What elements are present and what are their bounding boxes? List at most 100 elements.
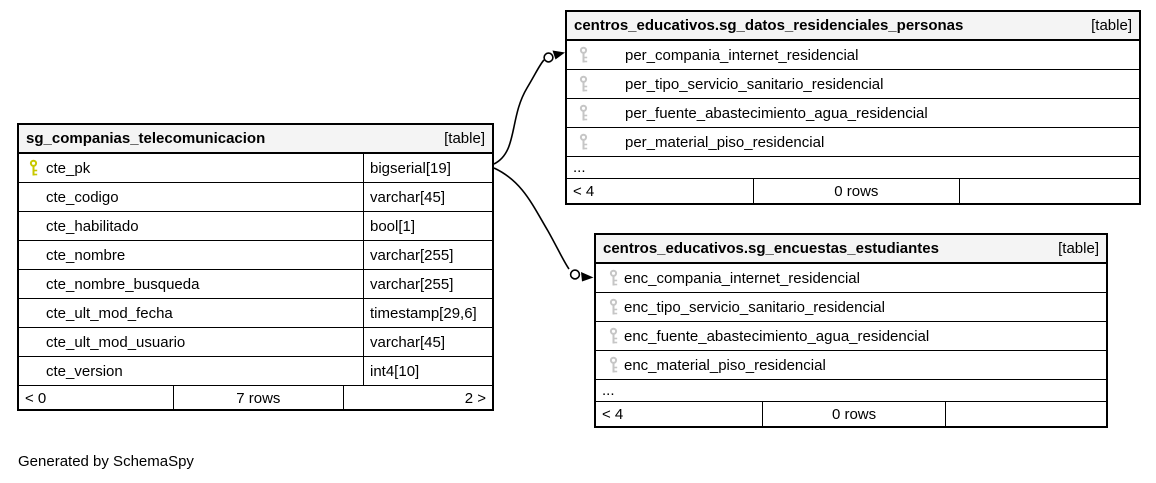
arrowhead-icon <box>581 272 594 282</box>
column-name: cte_nombre <box>46 246 126 264</box>
arrowhead-icon <box>552 50 565 60</box>
related-tables-in: < 4 <box>573 182 595 200</box>
column-type-cell: int4[10] <box>364 363 492 380</box>
ellipsis-row: ... <box>567 157 1139 179</box>
foreign-key-icon <box>609 298 618 316</box>
column-name: cte_codigo <box>46 188 119 206</box>
foreign-key-icon <box>609 269 618 287</box>
related-tables-out <box>945 402 1106 426</box>
column-row[interactable]: enc_fuente_abastecimiento_agua_residenci… <box>596 322 1106 351</box>
related-tables-in: < 0 <box>25 389 47 407</box>
column-type: varchar[255] <box>370 246 454 264</box>
column-name: per_material_piso_residencial <box>625 133 825 151</box>
column-name: cte_ult_mod_usuario <box>46 333 186 351</box>
foreign-key-icon <box>609 356 618 374</box>
related-tables-out: 2 > <box>342 386 492 410</box>
column-row[interactable]: cte_pk bigserial[19] <box>19 154 492 183</box>
column-name-cell: cte_ult_mod_usuario <box>19 328 364 356</box>
column-rows: enc_compania_internet_residencial enc_tip… <box>596 264 1106 402</box>
table-node-sg-companias-telecomunicacion[interactable]: sg_companias_telecomunicacion [table] ct… <box>17 123 494 411</box>
column-type: int4[10] <box>370 362 420 380</box>
column-row[interactable]: enc_compania_internet_residencial <box>596 264 1106 293</box>
foreign-key-icon <box>579 46 588 64</box>
fk-edge-datos-residenciales <box>493 50 565 165</box>
column-name: cte_ult_mod_fecha <box>46 304 173 322</box>
column-name: per_compania_internet_residencial <box>625 46 859 64</box>
ellipsis-row: ... <box>596 380 1106 402</box>
schemaspy-credit: Generated by SchemaSpy <box>18 453 194 470</box>
table-node-sg-encuestas-estudiantes[interactable]: centros_educativos.sg_encuestas_estudian… <box>594 233 1108 428</box>
column-name: cte_nombre_busqueda <box>46 275 200 293</box>
foreign-key-icon <box>579 104 588 122</box>
column-row[interactable]: per_fuente_abastecimiento_agua_residenci… <box>567 99 1139 128</box>
table-header[interactable]: centros_educativos.sg_encuestas_estudian… <box>596 235 1106 264</box>
column-type-cell: varchar[45] <box>364 334 492 351</box>
column-type-cell: varchar[255] <box>364 247 492 264</box>
column-name-cell: cte_ult_mod_fecha <box>19 299 364 327</box>
table-title: centros_educativos.sg_datos_residenciale… <box>574 17 964 34</box>
column-name: cte_version <box>46 362 123 380</box>
column-type: varchar[255] <box>370 275 454 293</box>
table-header[interactable]: sg_companias_telecomunicacion [table] <box>19 125 492 154</box>
cardinality-circle-icon <box>569 269 581 280</box>
row-count: 0 rows <box>752 179 959 203</box>
table-node-sg-datos-residenciales-personas[interactable]: centros_educativos.sg_datos_residenciale… <box>565 10 1141 205</box>
table-title: sg_companias_telecomunicacion <box>26 130 266 147</box>
column-type: varchar[45] <box>370 188 446 206</box>
column-name-cell: cte_pk <box>19 154 364 182</box>
table-header[interactable]: centros_educativos.sg_datos_residenciale… <box>567 12 1139 41</box>
foreign-key-icon <box>579 133 588 151</box>
column-name: enc_compania_internet_residencial <box>624 269 860 287</box>
row-count: 7 rows <box>172 386 343 410</box>
foreign-key-icon <box>609 327 618 345</box>
column-name: per_fuente_abastecimiento_agua_residenci… <box>625 104 928 122</box>
column-name: enc_fuente_abastecimiento_agua_residenci… <box>624 327 930 345</box>
column-type-cell: bool[1] <box>364 218 492 235</box>
column-row[interactable]: cte_version int4[10] <box>19 357 492 386</box>
column-row[interactable]: enc_tipo_servicio_sanitario_residencial <box>596 293 1106 322</box>
column-row[interactable]: cte_habilitado bool[1] <box>19 212 492 241</box>
table-tag: [table] <box>1058 240 1099 257</box>
column-row[interactable]: cte_ult_mod_fecha timestamp[29,6] <box>19 299 492 328</box>
related-tables-in: < 4 <box>602 405 624 423</box>
column-name-cell: cte_nombre <box>19 241 364 269</box>
column-row[interactable]: cte_nombre_busqueda varchar[255] <box>19 270 492 299</box>
column-type: varchar[45] <box>370 333 446 351</box>
table-footer: < 4 0 rows <box>596 402 1106 426</box>
column-row[interactable]: cte_codigo varchar[45] <box>19 183 492 212</box>
column-row[interactable]: enc_material_piso_residencial <box>596 351 1106 380</box>
cardinality-circle-icon <box>543 52 554 63</box>
column-rows: cte_pk bigserial[19] cte_codigo varchar[45]… <box>19 154 492 386</box>
column-name: cte_habilitado <box>46 217 139 235</box>
column-name-cell: cte_codigo <box>19 183 364 211</box>
column-name: enc_tipo_servicio_sanitario_residencial <box>624 298 885 316</box>
row-count: 0 rows <box>761 402 946 426</box>
column-row[interactable]: cte_nombre varchar[255] <box>19 241 492 270</box>
related-tables-out <box>958 179 1139 203</box>
column-row[interactable]: per_compania_internet_residencial <box>567 41 1139 70</box>
table-footer: < 4 0 rows <box>567 179 1139 203</box>
column-type-cell: timestamp[29,6] <box>364 305 492 322</box>
table-tag: [table] <box>444 130 485 147</box>
column-row[interactable]: cte_ult_mod_usuario varchar[45] <box>19 328 492 357</box>
column-row[interactable]: per_tipo_servicio_sanitario_residencial <box>567 70 1139 99</box>
column-type: bigserial[19] <box>370 159 451 177</box>
column-type: bool[1] <box>370 217 416 235</box>
foreign-key-icon <box>579 75 588 93</box>
column-name-cell: cte_version <box>19 357 364 385</box>
column-type-cell: bigserial[19] <box>364 160 492 177</box>
primary-key-icon <box>29 159 38 177</box>
column-name-cell: cte_nombre_busqueda <box>19 270 364 298</box>
table-tag: [table] <box>1091 17 1132 34</box>
column-name: per_tipo_servicio_sanitario_residencial <box>625 75 884 93</box>
table-footer: < 0 7 rows 2 > <box>19 386 492 410</box>
column-type-cell: varchar[255] <box>364 276 492 293</box>
column-name: enc_material_piso_residencial <box>624 356 826 374</box>
column-name-cell: cte_habilitado <box>19 212 364 240</box>
column-type: timestamp[29,6] <box>370 304 477 322</box>
column-type-cell: varchar[45] <box>364 189 492 206</box>
column-rows: per_compania_internet_residencial per_tip… <box>567 41 1139 179</box>
column-row[interactable]: per_material_piso_residencial <box>567 128 1139 157</box>
table-title: centros_educativos.sg_encuestas_estudian… <box>603 240 939 257</box>
